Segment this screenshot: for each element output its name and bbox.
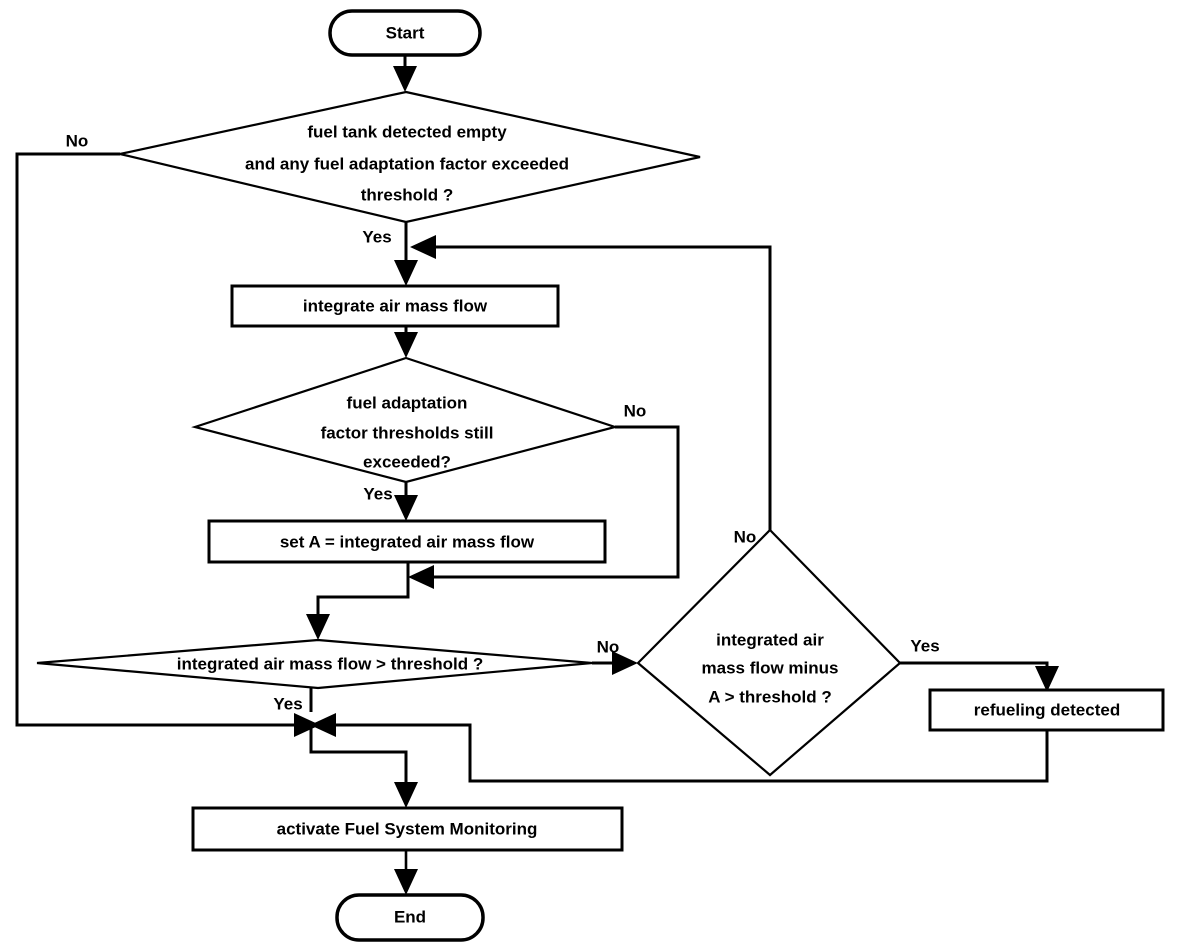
node-decision-adaptation-thresholds[interactable]: fuel adaptation factor thresholds still … xyxy=(191,356,619,484)
node-decision-airmass-minus-a[interactable]: integrated air mass flow minus A > thres… xyxy=(636,528,902,777)
edge-label-d4-no: No xyxy=(734,527,757,546)
node-d2-line1: fuel adaptation xyxy=(347,393,468,412)
node-integrate-air-mass-flow[interactable]: integrate air mass flow xyxy=(230,284,560,328)
node-d4-line3: A > threshold ? xyxy=(708,687,832,706)
edge-d1-yes xyxy=(394,222,418,286)
edge-label-d3-yes: Yes xyxy=(273,694,302,713)
node-d2-line2: factor thresholds still xyxy=(321,423,494,442)
node-set-a-label: set A = integrated air mass flow xyxy=(280,532,535,551)
node-d1-line1: fuel tank detected empty xyxy=(307,122,507,141)
node-decision-fuel-tank-empty[interactable]: fuel tank detected empty and any fuel ad… xyxy=(119,90,701,224)
node-d3-line1: integrated air mass flow > threshold ? xyxy=(177,654,484,673)
edge-junction-to-activate xyxy=(309,725,418,808)
edge-d4-yes xyxy=(900,661,1059,692)
edge-activate-to-end xyxy=(394,850,418,895)
edge-label-d3-no: No xyxy=(597,637,620,656)
node-set-a[interactable]: set A = integrated air mass flow xyxy=(207,519,607,564)
edge-d3-no xyxy=(592,651,638,675)
edge-start-to-d1 xyxy=(393,55,417,92)
node-d4-line2: mass flow minus xyxy=(702,658,839,677)
edge-label-d4-yes: Yes xyxy=(910,636,939,655)
edge-refueling-to-activate xyxy=(310,713,1049,783)
node-d1-line2: and any fuel adaptation factor exceeded xyxy=(245,154,569,173)
node-activate-fuel-system-monitoring[interactable]: activate Fuel System Monitoring xyxy=(191,806,624,852)
edge-integrate-to-d2 xyxy=(394,326,418,358)
edge-label-d2-yes: Yes xyxy=(363,484,392,503)
node-d1-line3: threshold ? xyxy=(361,185,454,204)
node-refueling-label: refueling detected xyxy=(974,700,1120,719)
edge-label-d1-no: No xyxy=(66,131,89,150)
edge-merge-to-d3 xyxy=(306,562,410,640)
edge-d2-yes xyxy=(394,482,418,521)
edge-label-d1-yes: Yes xyxy=(362,227,391,246)
node-end[interactable]: End xyxy=(335,893,485,942)
edge-d2-no xyxy=(408,425,680,589)
node-activate-label: activate Fuel System Monitoring xyxy=(277,819,538,838)
edge-label-d2-no: No xyxy=(624,401,647,420)
edge-d1-no xyxy=(15,152,320,737)
node-start-label: Start xyxy=(386,23,425,42)
node-refueling-detected[interactable]: refueling detected xyxy=(928,688,1165,732)
node-integrate-label: integrate air mass flow xyxy=(303,296,488,315)
node-d2-line3: exceeded? xyxy=(363,452,451,471)
edge-d4-no xyxy=(410,235,772,530)
node-decision-airmass-gt-threshold[interactable]: integrated air mass flow > threshold ? xyxy=(36,638,593,690)
node-start[interactable]: Start xyxy=(328,9,482,57)
node-end-label: End xyxy=(394,907,426,926)
node-d4-line1: integrated air xyxy=(716,630,824,649)
